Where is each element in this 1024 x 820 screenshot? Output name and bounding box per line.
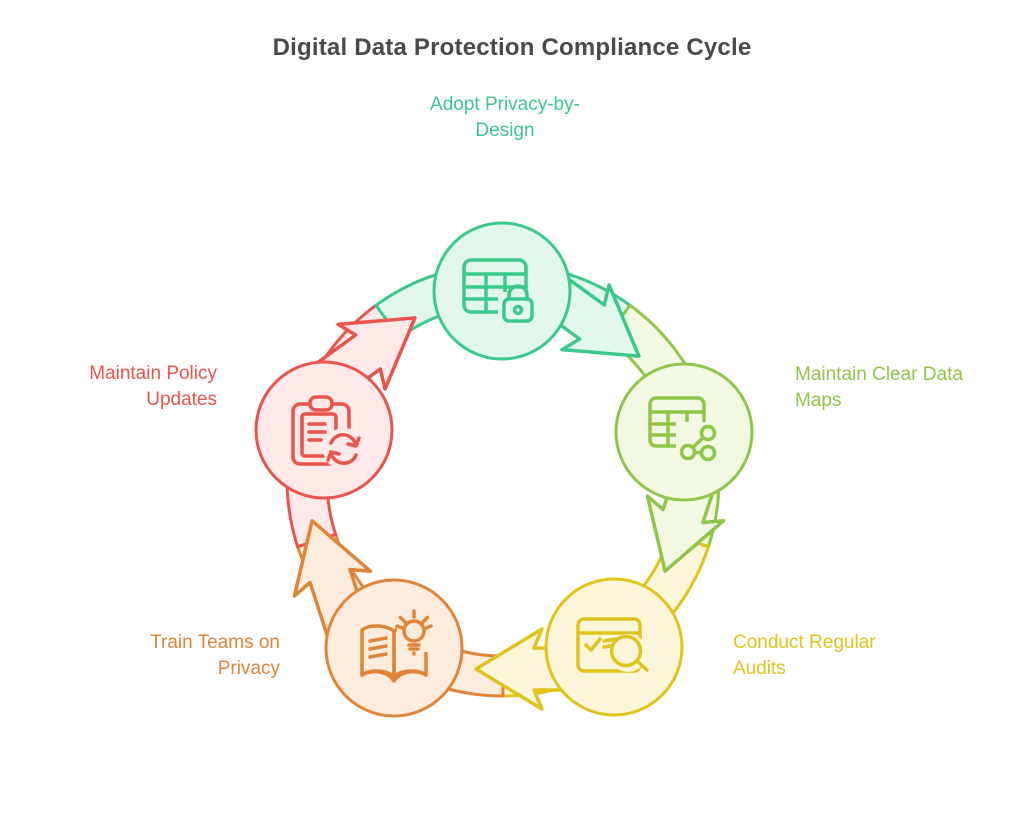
node-circle-policy-updates [254, 360, 394, 500]
page-title: Digital Data Protection Compliance Cycle [272, 34, 752, 61]
book-idea-icon [360, 609, 437, 683]
step-label-audits: Conduct Regular Audits [733, 632, 876, 679]
step-label-data-maps: Maintain Clear Data Maps [795, 364, 963, 411]
audit-search-icon [576, 617, 649, 673]
step-nodes [254, 221, 754, 718]
step-label-adopt-privacy: Adopt Privacy-by-Design [430, 94, 580, 141]
node-circle-adopt-privacy [432, 221, 572, 361]
step-label-policy-updates: Maintain Policy Updates [89, 363, 217, 410]
step-label-training: Train Teams on Privacy [150, 632, 280, 679]
table-lock-icon [462, 258, 540, 332]
table-share-icon [648, 396, 720, 464]
clipboard-refresh-icon [291, 395, 365, 470]
